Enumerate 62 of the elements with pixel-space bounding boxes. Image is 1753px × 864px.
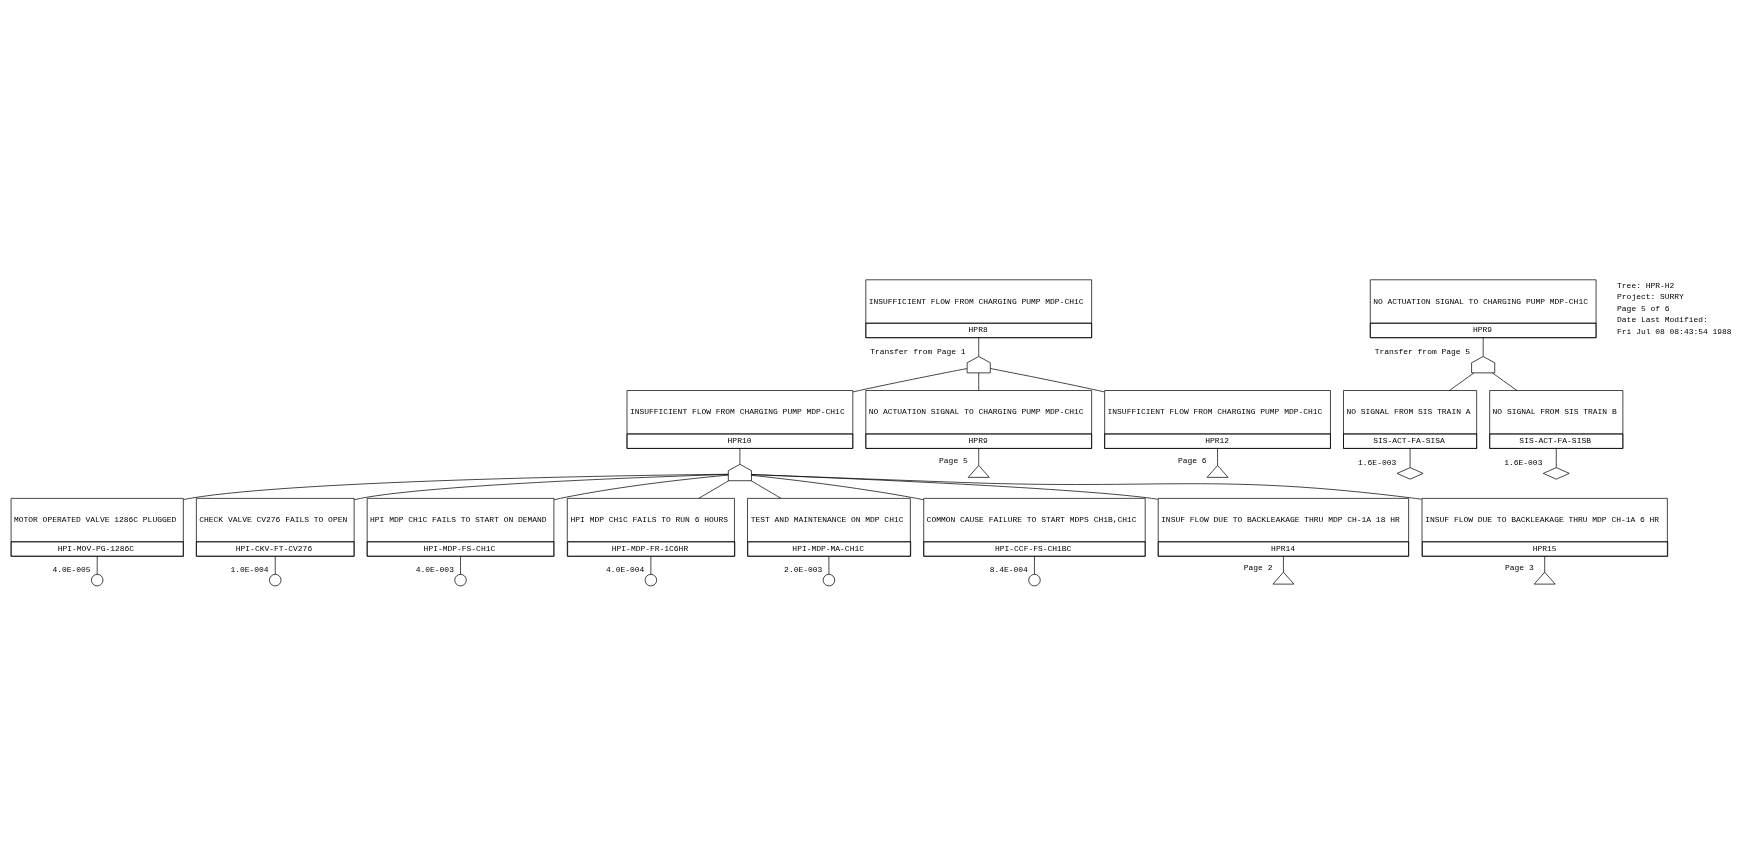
- node-label: Transfer from Page 1: [870, 346, 966, 356]
- node-label: 4.0E-003: [415, 564, 454, 574]
- connector: [739, 447, 741, 465]
- node-triangle: [1272, 571, 1295, 584]
- connector: [751, 474, 925, 500]
- connector: [978, 447, 980, 466]
- node-label: 1.6E-003: [1504, 457, 1543, 467]
- node-circle: [269, 573, 282, 586]
- node-label: 8.4E-004: [989, 564, 1028, 574]
- connector: [978, 372, 980, 391]
- node-circle: [91, 573, 104, 586]
- node-label: 1.6E-003: [1358, 457, 1397, 467]
- node-gate: [1471, 355, 1496, 373]
- node-label: Transfer from Page 5: [1374, 346, 1471, 356]
- label: Tree: HPR-H2: [1617, 280, 1675, 290]
- connector: [1482, 336, 1484, 357]
- node-label: Page 6: [1177, 455, 1207, 465]
- connector: [460, 555, 461, 575]
- connector: [1544, 555, 1546, 573]
- connector: [990, 367, 1105, 392]
- label: Project: SURRY: [1617, 291, 1684, 301]
- connector: [274, 555, 276, 575]
- connector: [751, 473, 1159, 500]
- node-label: 2.0E-003: [784, 564, 823, 574]
- connector: [650, 555, 652, 575]
- connector: [183, 473, 729, 500]
- connector: [96, 555, 98, 575]
- connector: [1217, 447, 1218, 466]
- node-circle: [822, 573, 836, 586]
- node-triangle: [1533, 571, 1556, 584]
- node-gate: [727, 463, 752, 481]
- connector: [1492, 372, 1518, 391]
- connector: [1283, 555, 1284, 573]
- label: Date Last Modified:: [1617, 314, 1708, 324]
- node-label: Page 2: [1243, 562, 1273, 572]
- node-circle: [1028, 573, 1041, 586]
- node-gate: [966, 355, 991, 373]
- node-triangle: [1206, 464, 1229, 478]
- connector: [828, 555, 830, 575]
- connector: [1034, 555, 1035, 575]
- connector: [1449, 372, 1475, 391]
- node-circle: [454, 573, 467, 586]
- node-label: Page 3: [1505, 562, 1534, 572]
- label: Page 5 of 6: [1617, 303, 1670, 313]
- connector: [553, 474, 729, 500]
- node-diamond: [1396, 466, 1424, 480]
- connector: [751, 473, 1423, 500]
- node-label: 1.0E-004: [230, 564, 269, 574]
- connector: [750, 479, 782, 499]
- connector: [1409, 447, 1411, 468]
- label: Fri Jul 08 08:43:54 1988: [1617, 326, 1732, 336]
- connector: [1555, 447, 1557, 468]
- connector: [353, 473, 729, 500]
- node-circle: [644, 573, 657, 586]
- node-triangle: [967, 464, 990, 478]
- node-label: 4.0E-005: [52, 564, 91, 574]
- node-diamond: [1542, 466, 1570, 480]
- node-label: Page 5: [939, 455, 968, 465]
- connector: [978, 336, 980, 357]
- connector: [852, 367, 968, 392]
- node-label: 4.0E-004: [606, 564, 645, 574]
- connector: [698, 479, 729, 499]
